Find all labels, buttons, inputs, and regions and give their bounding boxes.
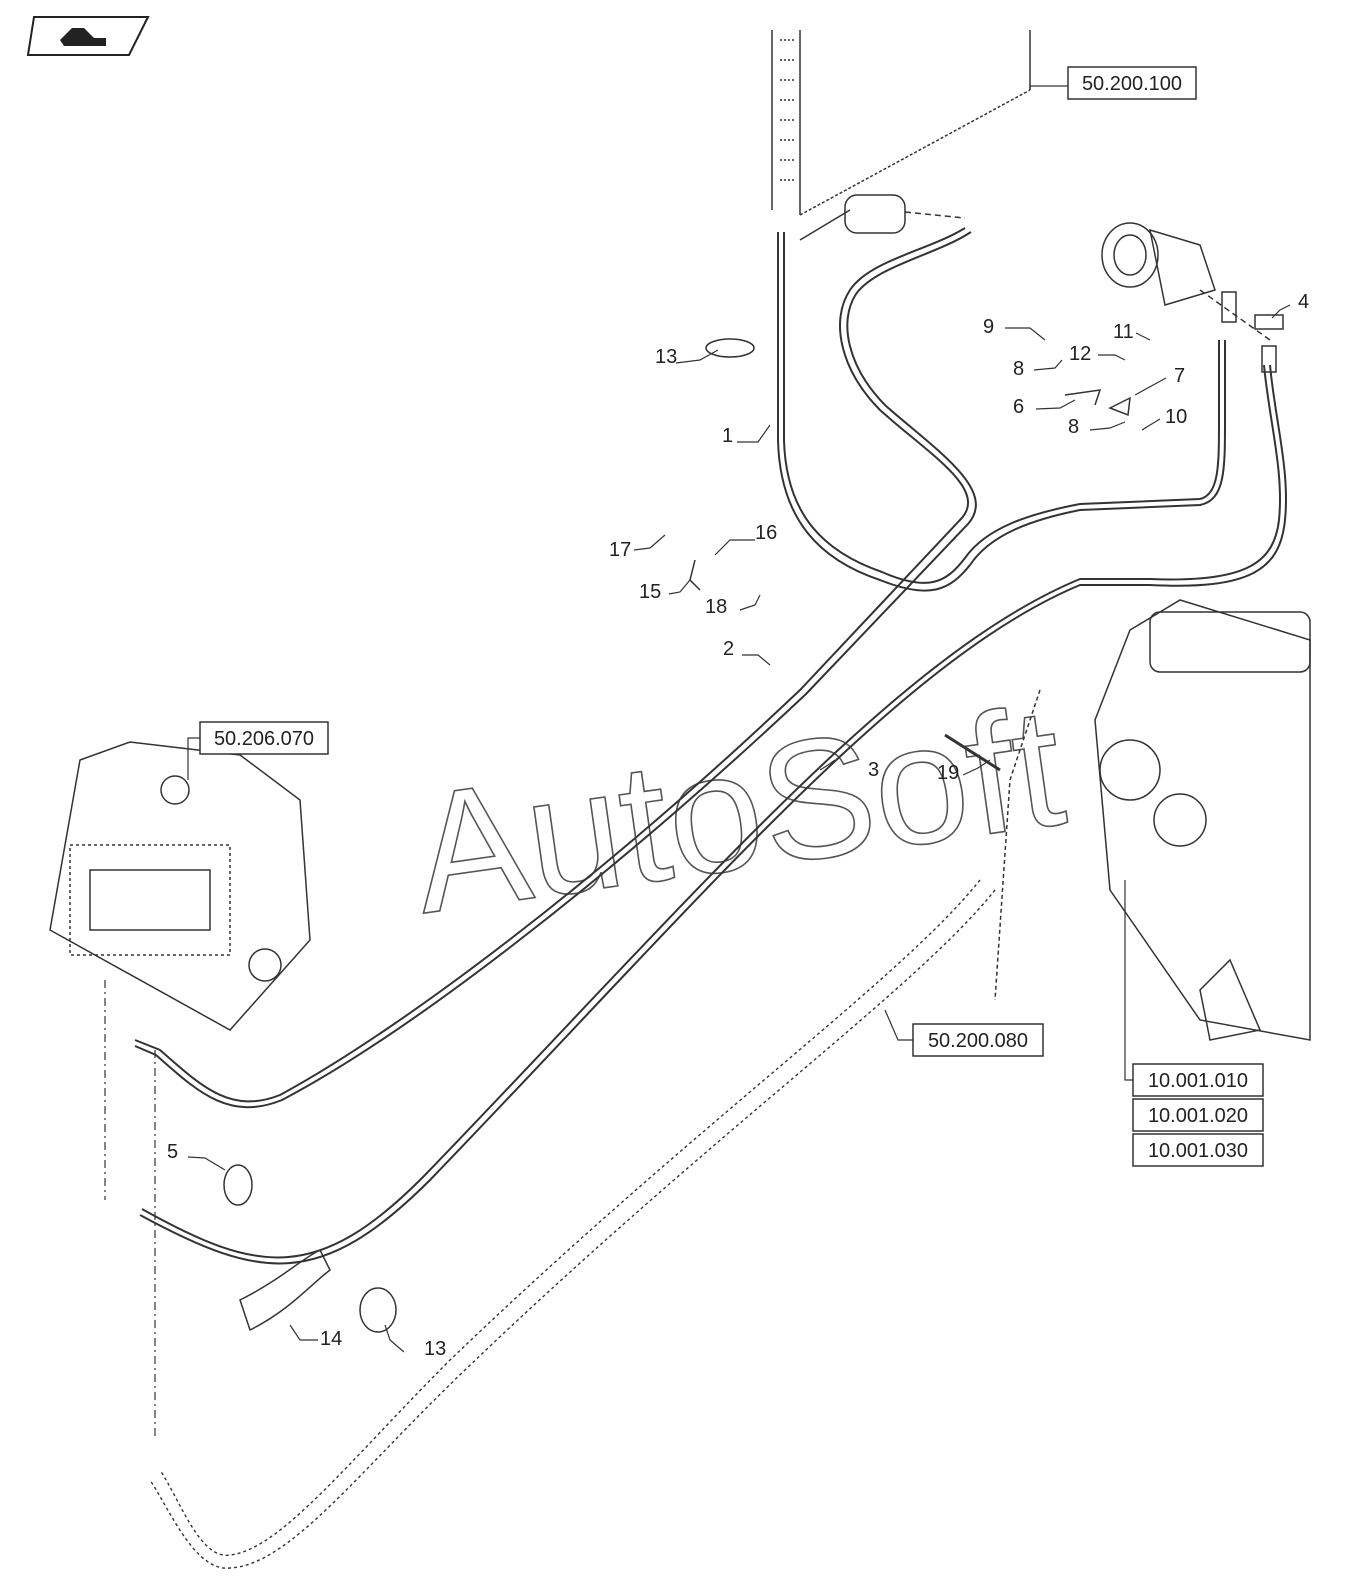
callout-10: 10 [1165, 406, 1187, 428]
callout-8-upper: 8 [1013, 358, 1024, 380]
ref-label-50-200-100: 50.200.100 [1082, 73, 1182, 95]
arrow-tab-icon[interactable] [26, 16, 150, 56]
callout-18: 18 [705, 596, 727, 618]
ref-label-10-001-030: 10.001.030 [1148, 1140, 1248, 1162]
small-parts [223, 338, 1131, 1333]
callout-8-lower: 8 [1068, 416, 1079, 438]
callout-12: 12 [1069, 343, 1091, 365]
engine-outline [994, 599, 1311, 1041]
callout-5: 5 [167, 1141, 178, 1163]
ref-box-50-200-080[interactable]: 50.200.080 [912, 1023, 1044, 1057]
ref-label-50-200-080: 50.200.080 [928, 1030, 1028, 1052]
watermark-text: AutoSoft [402, 671, 1074, 950]
callout-19: 19 [937, 762, 959, 784]
ref-box-10-001-010[interactable]: 10.001.010 [1132, 1063, 1264, 1097]
ref-box-50-206-070[interactable]: 50.206.070 [199, 721, 329, 755]
callout-3: 3 [868, 759, 879, 781]
callout-1: 1 [722, 425, 733, 447]
hose-lines [104, 227, 1287, 1569]
callout-13-top: 13 [655, 346, 677, 368]
ref-label-10-001-010: 10.001.010 [1148, 1070, 1248, 1092]
callout-2: 2 [723, 638, 734, 660]
callout-4: 4 [1298, 291, 1309, 313]
reference-leaders [187, 85, 1133, 1081]
callout-11: 11 [1113, 321, 1134, 343]
condenser-outline [771, 30, 1031, 241]
callout-16: 16 [755, 522, 777, 544]
ref-box-50-200-100[interactable]: 50.200.100 [1067, 66, 1197, 100]
ref-label-10-001-020: 10.001.020 [1148, 1105, 1248, 1127]
callout-14: 14 [320, 1328, 342, 1350]
callout-7: 7 [1174, 365, 1185, 387]
hvac-unit-outline [49, 741, 311, 1031]
callout-6: 6 [1013, 396, 1024, 418]
ref-label-50-206-070: 50.206.070 [214, 728, 314, 750]
callout-17: 17 [609, 539, 631, 561]
compressor-outline [1101, 222, 1284, 373]
ref-box-10-001-020[interactable]: 10.001.020 [1132, 1098, 1264, 1132]
callout-15: 15 [639, 581, 661, 603]
callout-leaders [187, 304, 1291, 1353]
callout-13-bottom: 13 [424, 1338, 446, 1360]
callout-9: 9 [983, 316, 994, 338]
ref-box-10-001-030[interactable]: 10.001.030 [1132, 1133, 1264, 1167]
